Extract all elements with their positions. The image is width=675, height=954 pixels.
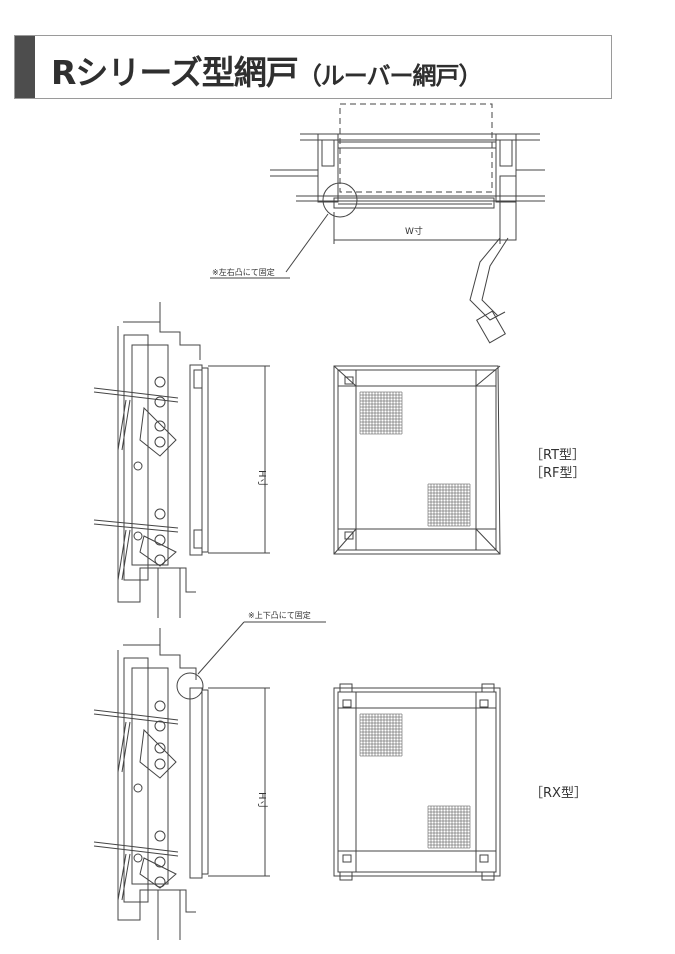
plan-view-drawing <box>210 103 545 344</box>
plan-width-label: W寸 <box>405 225 423 237</box>
rt-mesh-top <box>359 391 403 435</box>
title-sub: （ルーバー網戸） <box>297 62 483 90</box>
rx-height-label: H寸 <box>256 792 269 810</box>
type-label-rf: ［RF型］ <box>530 466 586 481</box>
rt-front-view <box>333 365 501 555</box>
plan-fix-note: ※左右凸にて固定 <box>212 267 275 277</box>
rt-mesh-bottom <box>427 483 471 527</box>
rx-mesh-top <box>359 713 403 757</box>
rx-section-drawing <box>93 621 326 940</box>
rt-height-label: H寸 <box>256 470 269 488</box>
page-header: Rシリーズ型網戸（ルーバー網戸） <box>14 35 612 99</box>
rx-front-view <box>333 683 501 881</box>
rx-mesh-bottom <box>427 805 471 849</box>
header-accent-bar <box>15 36 35 98</box>
title-main: Rシリーズ型網戸 <box>51 53 299 92</box>
rx-fix-note: ※上下凸にて固定 <box>248 610 311 620</box>
rt-section-drawing <box>93 302 270 618</box>
page-title: Rシリーズ型網戸（ルーバー網戸） <box>51 46 483 94</box>
type-label-rx: ［RX型］ <box>530 786 587 801</box>
type-label-rt: ［RT型］ <box>530 448 586 463</box>
